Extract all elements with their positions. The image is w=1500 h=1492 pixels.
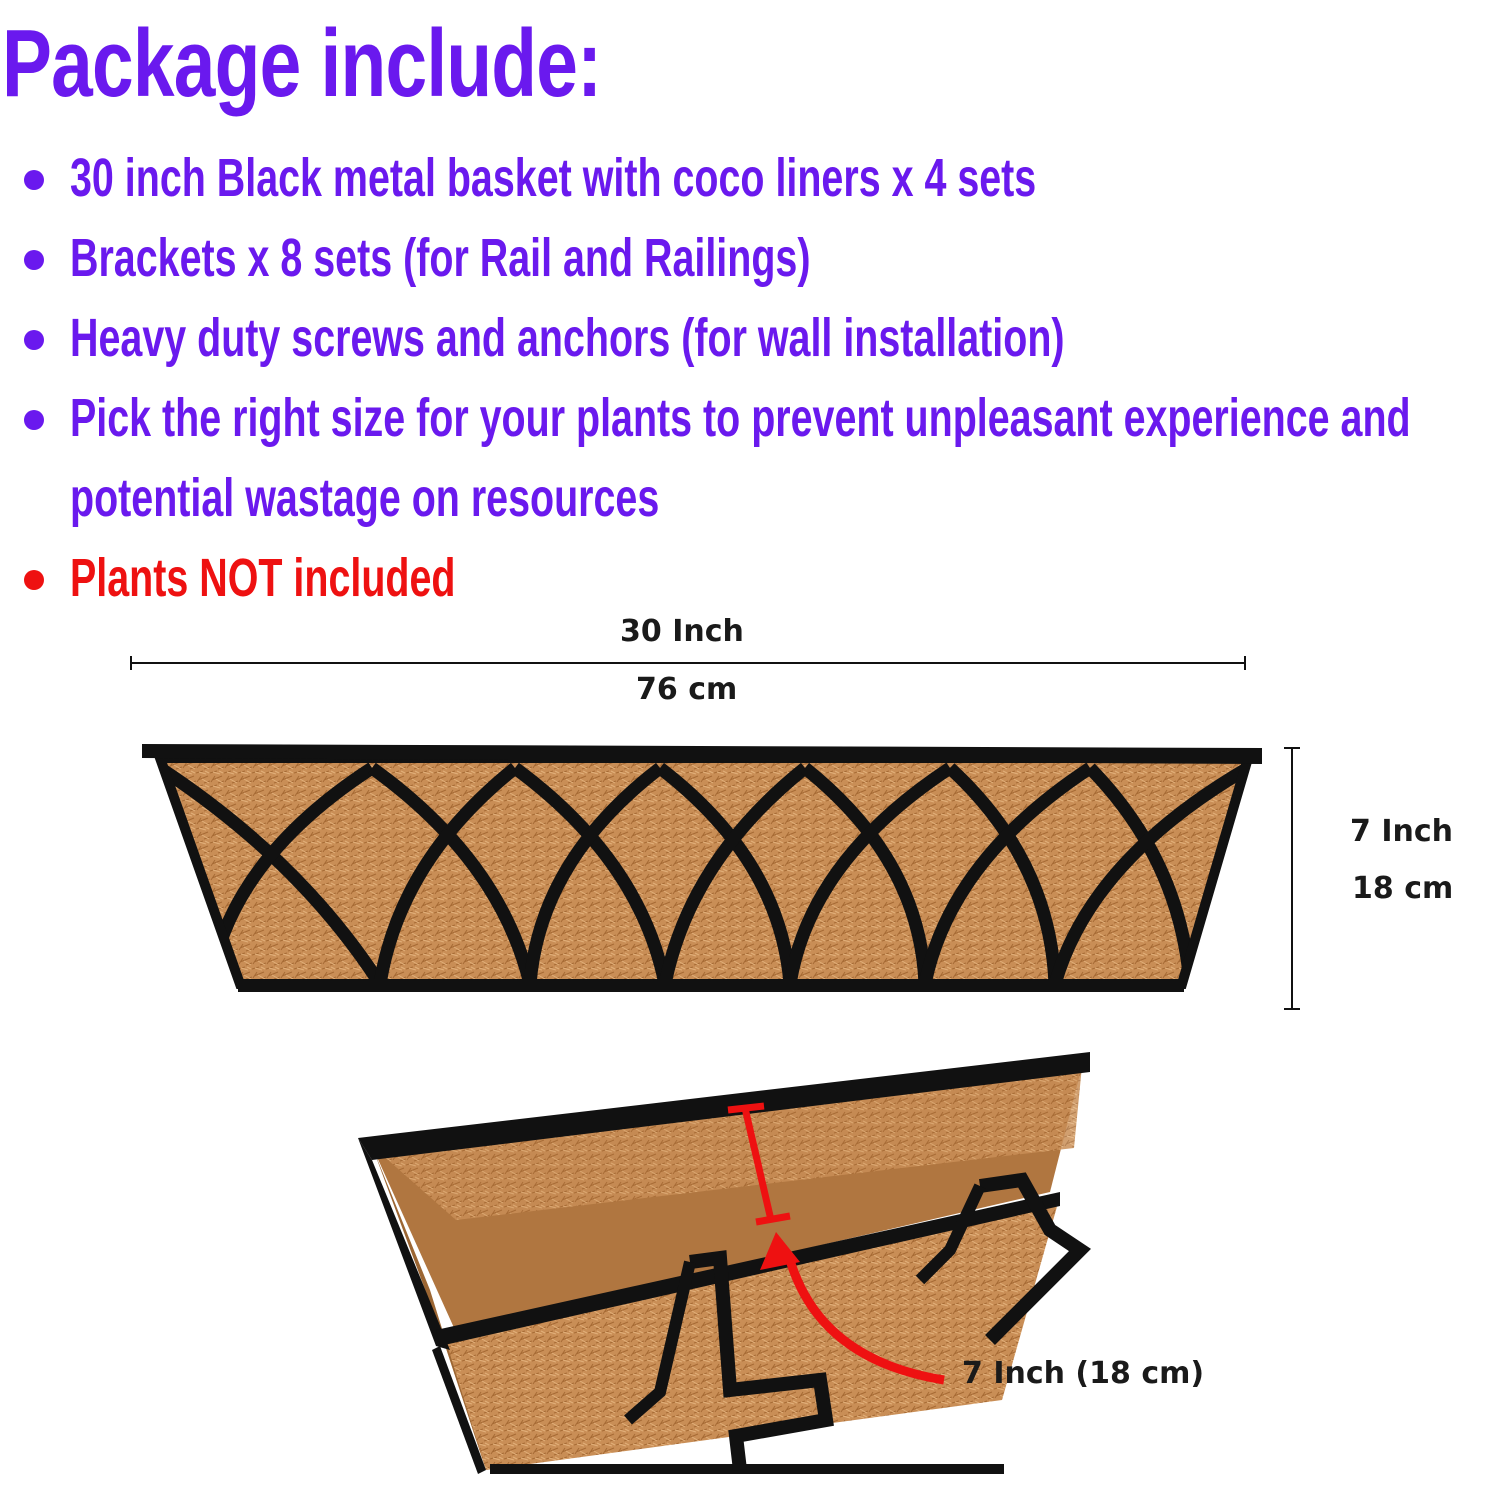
width-cm-label: 76 cm bbox=[636, 672, 738, 707]
list-item: Heavy duty screws and anchors (for wall … bbox=[0, 298, 1500, 378]
list-item: 30 inch Black metal basket with coco lin… bbox=[0, 138, 1500, 218]
list-item: Pick the right size for your plants to p… bbox=[0, 378, 1500, 458]
bullet-dot-icon bbox=[24, 570, 44, 590]
list-item: Brackets x 8 sets (for Rail and Railings… bbox=[0, 218, 1500, 298]
height-dimension-line bbox=[1291, 748, 1293, 1010]
page-title: Package include: bbox=[2, 10, 602, 117]
arrow-head-icon bbox=[760, 1232, 800, 1270]
width-dimension-cap-left bbox=[130, 656, 132, 670]
depth-annotation bbox=[727, 1102, 945, 1385]
bullet-dot-icon bbox=[24, 330, 44, 350]
package-contents-list: 30 inch Black metal basket with coco lin… bbox=[0, 138, 1500, 618]
bullet-dot-icon bbox=[24, 250, 44, 270]
height-dimension-cap-top bbox=[1284, 747, 1300, 749]
depth-label: 7 Inch (18 cm) bbox=[962, 1356, 1205, 1391]
height-dimension-cap-bottom bbox=[1284, 1008, 1300, 1010]
width-inch-label: 30 Inch bbox=[620, 614, 744, 649]
width-dimension-line bbox=[130, 662, 1246, 664]
plants-not-included-note: Plants NOT included bbox=[0, 538, 1500, 618]
list-item-continuation: potential wastage on resources bbox=[70, 468, 660, 528]
bullet-dot-icon bbox=[24, 410, 44, 430]
width-dimension-cap-right bbox=[1244, 656, 1246, 670]
basket-perspective-view bbox=[358, 1052, 1091, 1474]
height-inch-label: 7 Inch bbox=[1350, 814, 1453, 849]
bullet-dot-icon bbox=[24, 170, 44, 190]
basket-front-view bbox=[142, 744, 1262, 992]
height-cm-label: 18 cm bbox=[1352, 871, 1454, 906]
